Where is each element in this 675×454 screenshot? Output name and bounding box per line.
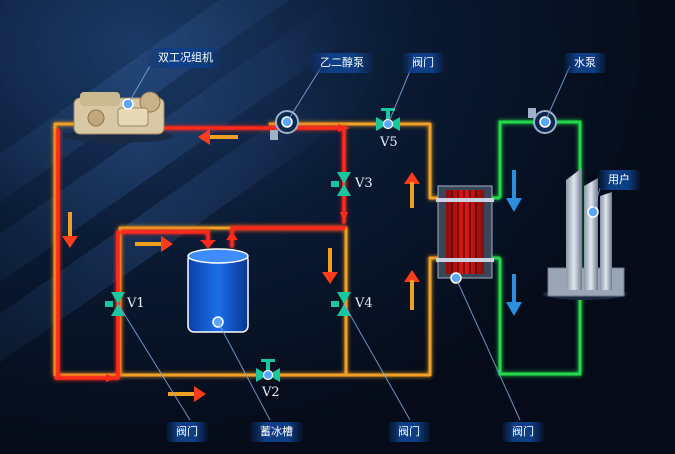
arrow-up-orange bbox=[404, 270, 420, 310]
valve-tag-v5: V5 bbox=[380, 135, 398, 150]
arrow-up-orange bbox=[404, 172, 420, 208]
valve-tag-v2: V2 bbox=[262, 385, 280, 400]
orange-pipes bbox=[53, 122, 442, 377]
leader-lines bbox=[117, 65, 601, 421]
valve-v5-icon bbox=[376, 108, 400, 131]
label-valve-bottom-left: 阀门 bbox=[166, 422, 208, 442]
arrow-right-orange bbox=[135, 236, 173, 252]
pipe-red-inner bbox=[230, 226, 346, 248]
red-arrow-head bbox=[226, 232, 238, 240]
leader-valve-bm bbox=[343, 303, 411, 421]
leader-valve-top bbox=[387, 65, 413, 125]
label-valve-top: 阀门 bbox=[402, 53, 444, 73]
label-valve-bottom-right: 阀门 bbox=[502, 422, 544, 442]
leader-ice-tank bbox=[217, 321, 271, 421]
arrow-down-blue bbox=[506, 274, 522, 316]
leader-user bbox=[592, 187, 601, 213]
leader-chiller bbox=[127, 65, 151, 105]
leader-valve-bl bbox=[117, 303, 191, 421]
pipe-red-left bbox=[54, 230, 120, 380]
label-valve-bottom-mid: 阀门 bbox=[388, 422, 430, 442]
arrow-down-blue bbox=[506, 170, 522, 212]
valve-v3-icon bbox=[331, 172, 351, 196]
red-arrow-head bbox=[338, 124, 350, 132]
valve-v2-icon bbox=[256, 359, 280, 382]
valve-v1-icon bbox=[105, 292, 125, 316]
chiller-icon bbox=[62, 91, 174, 143]
label-glycol-pump: 乙二醇泵 bbox=[310, 53, 374, 73]
arrow-left-orange bbox=[198, 129, 238, 145]
label-user: 用户 bbox=[598, 170, 640, 190]
valve-tag-v3: V3 bbox=[355, 176, 373, 191]
flow-arrows bbox=[62, 129, 522, 402]
arrow-down-orange bbox=[62, 212, 78, 248]
arrow-down-orange bbox=[322, 248, 338, 284]
valve-tag-v1: V1 bbox=[127, 296, 145, 311]
pipe-orange-main bbox=[53, 122, 432, 377]
leader-glycol-pump bbox=[286, 65, 323, 123]
label-chiller: 双工况组机 bbox=[148, 48, 223, 68]
label-ice-tank: 蓄冰槽 bbox=[250, 422, 303, 442]
ice-tank-icon bbox=[187, 248, 249, 333]
arrow-right-orange bbox=[168, 386, 206, 402]
heat-exchanger-icon bbox=[436, 185, 494, 284]
red-arrow-head bbox=[340, 212, 348, 222]
red-arrow-head bbox=[200, 240, 216, 248]
red-arrow-head bbox=[106, 374, 116, 382]
leader-valve-br bbox=[455, 277, 521, 421]
leader-water-pump bbox=[544, 65, 571, 123]
valve-tag-v4: V4 bbox=[355, 296, 373, 311]
valve-v4-icon bbox=[331, 292, 351, 316]
label-water-pump: 水泵 bbox=[564, 53, 606, 73]
